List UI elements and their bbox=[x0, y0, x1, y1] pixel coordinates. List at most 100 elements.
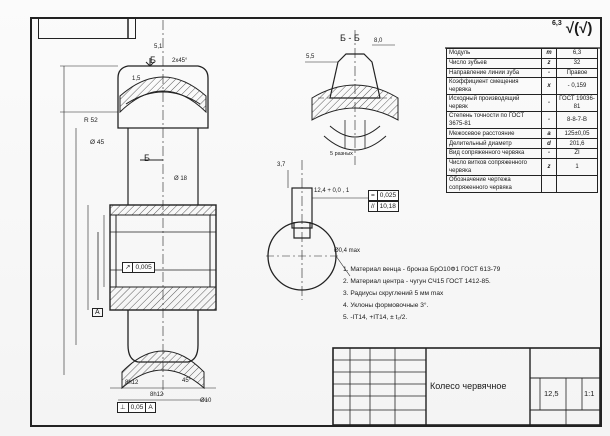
section-dim-b: 5,5 bbox=[306, 54, 315, 60]
bore-keyway bbox=[293, 222, 311, 239]
param-symbol: x bbox=[541, 77, 557, 96]
fcf-hub-value: 0,005 bbox=[135, 264, 152, 271]
title-block-frame bbox=[332, 347, 601, 426]
param-value: 201,6 bbox=[556, 138, 598, 149]
keyway-slot bbox=[291, 187, 313, 229]
dia-small-label: Ø10 bbox=[200, 398, 212, 404]
section-dim-a: 8,0 bbox=[374, 38, 383, 44]
section-note: 5 разных bbox=[330, 151, 353, 157]
fcf-bottom-value: 0,05 bbox=[129, 403, 147, 412]
fcf-bottom-ref: A bbox=[148, 404, 153, 411]
param-value bbox=[556, 174, 598, 193]
hub-section-bottom bbox=[109, 286, 217, 311]
scale-value: 1:1 bbox=[584, 389, 595, 398]
corner-stamp-box bbox=[38, 17, 136, 39]
angle-label: 45° bbox=[182, 378, 192, 384]
feature-control-frame-hub: ↗ 0,005 bbox=[122, 262, 155, 273]
note-4: 4. Уклоны формовочные 3°. bbox=[343, 302, 429, 309]
section-label: Б - Б bbox=[340, 33, 360, 43]
param-value: ZI bbox=[556, 147, 598, 159]
view-letter-top: Б bbox=[150, 55, 156, 65]
dim-bottom-left: 8h12 bbox=[125, 380, 139, 386]
param-value: 8-8-7-В bbox=[556, 111, 598, 130]
dia-mid-label: Ø 18 bbox=[174, 176, 188, 182]
param-value: 1 bbox=[556, 157, 598, 176]
fcf-keyway-2-value: 10,18 bbox=[379, 203, 396, 210]
dim-bottom: 8h12 bbox=[150, 392, 164, 398]
param-value: - 0,159 bbox=[556, 77, 598, 96]
hub-dim-top: 3,7 bbox=[277, 162, 286, 168]
param-row: Исходный производящий червяк-ГОСТ 19036-… bbox=[446, 94, 598, 113]
dia-leader bbox=[335, 255, 351, 277]
roughness-symbol: 6,3 √(√) bbox=[552, 20, 592, 37]
technical-notes: 1. Материал венца - бронза БрО10Ф1 ГОСТ … bbox=[343, 266, 500, 326]
section-inner-arc-2 bbox=[323, 135, 387, 151]
param-name: Направление линии зуба bbox=[446, 67, 542, 79]
param-row: Обозначение чертежа сопряженного червяка bbox=[446, 174, 598, 193]
note-1: 1. Материал венца - бронза БрО10Ф1 ГОСТ … bbox=[343, 266, 501, 273]
mass-value: 12,5 bbox=[544, 389, 559, 398]
note-2: 2. Материал центра - чугун СЧ15 ГОСТ 141… bbox=[343, 278, 491, 285]
param-symbol: z bbox=[541, 157, 557, 176]
view-arrow-top bbox=[145, 58, 155, 67]
view-letter-mid: Б bbox=[144, 153, 150, 163]
param-row: Направление линии зуба-Правое bbox=[446, 67, 598, 79]
param-name: Межосевое расстояние bbox=[446, 128, 542, 140]
param-value: ГОСТ 19036-81 bbox=[556, 94, 598, 113]
hub-section-top bbox=[109, 204, 217, 216]
note-5: 5. -IT14, +IT14, ± t₂/2. bbox=[343, 314, 408, 321]
param-row: Вид сопряженного червяка-ZI bbox=[446, 147, 598, 159]
parallel-icon: // bbox=[369, 202, 378, 211]
param-symbol: - bbox=[541, 67, 557, 79]
param-value: 6,3 bbox=[556, 48, 598, 59]
fcf-keyway-2: // 10,18 bbox=[368, 201, 399, 212]
key-dim-label: 12,4 + 0,0 , 1 bbox=[314, 188, 350, 194]
dia-left-label: Ø 45 bbox=[90, 139, 105, 146]
param-name: Число витков сопряженного червяка bbox=[446, 157, 542, 176]
symmetry-icon: = bbox=[369, 191, 378, 200]
param-row: Степень точности по ГОСТ 3675-81-8-8-7-В bbox=[446, 111, 598, 130]
param-name: Число зубьев bbox=[446, 57, 542, 69]
param-name: Коэффициент смещения червяка bbox=[446, 77, 542, 96]
section-inner-arc bbox=[329, 125, 381, 138]
rim-top-outline bbox=[117, 65, 209, 129]
param-symbol: - bbox=[541, 147, 557, 159]
param-name: Исходный производящий червяк bbox=[446, 94, 542, 113]
radius-label: R 52 bbox=[84, 117, 98, 124]
runout-symbol-icon: ↗ bbox=[123, 263, 134, 272]
datum-a-box: A bbox=[92, 308, 103, 317]
roughness-value: 6,3 bbox=[552, 20, 562, 27]
param-value: 125±0,05 bbox=[556, 128, 598, 140]
param-value: Правое bbox=[556, 67, 598, 79]
fcf-keyway-1-value: 0,025 bbox=[379, 192, 397, 199]
fcf-keyway-1: = 0,025 bbox=[368, 190, 400, 201]
param-name: Делительный диаметр bbox=[446, 138, 542, 149]
param-symbol: a bbox=[541, 128, 557, 140]
param-name: Модуль bbox=[446, 48, 542, 59]
fcf-bottom-symbol-icon: ⊥ bbox=[118, 403, 129, 412]
web-edges bbox=[127, 128, 199, 205]
drawing-title: Колесо червячное bbox=[430, 381, 507, 391]
param-symbol: - bbox=[541, 94, 557, 113]
rim-top-throat bbox=[125, 91, 201, 105]
feature-control-frame-bottom: ⊥ 0,05 A bbox=[117, 402, 156, 413]
param-value: 32 bbox=[556, 57, 598, 69]
param-name: Обозначение чертежа сопряженного червяка bbox=[446, 174, 542, 193]
param-symbol: z bbox=[541, 57, 557, 69]
section-rim-hatch bbox=[311, 84, 399, 121]
param-symbol: d bbox=[541, 138, 557, 149]
dim-top: 5,1 bbox=[154, 44, 163, 50]
drawing-frame bbox=[30, 17, 602, 427]
param-symbol: m bbox=[541, 48, 557, 59]
chamfer-label: 2x45° bbox=[172, 58, 188, 64]
note-3: 3. Радиусы скруглений 5 мм max bbox=[343, 290, 444, 297]
